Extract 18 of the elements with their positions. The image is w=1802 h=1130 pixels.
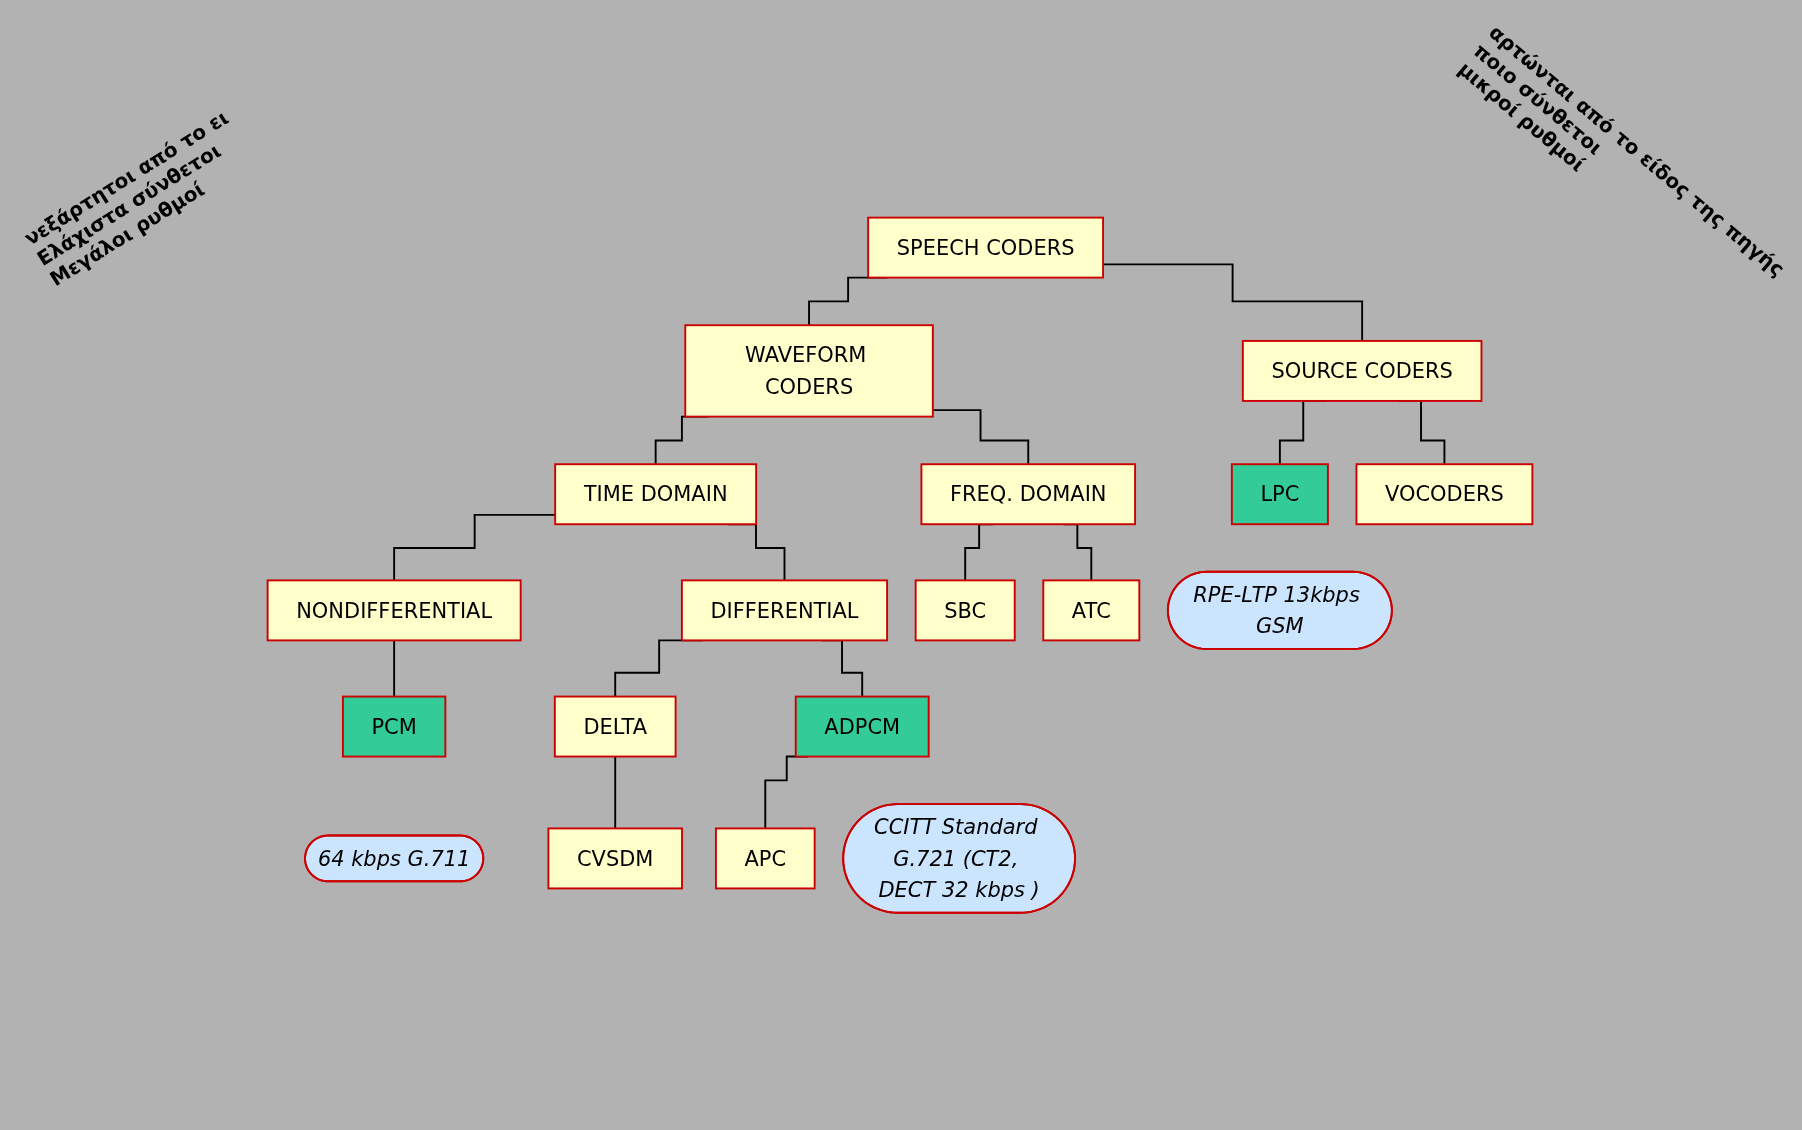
node-box: WAVEFORM CODERS <box>684 324 934 418</box>
node-box: PCM <box>341 695 447 758</box>
node-box: APC <box>714 827 816 890</box>
node-box: SOURCE CODERS <box>1241 339 1483 402</box>
node-box: TIME DOMAIN <box>554 463 758 525</box>
node-box: CVSDM <box>547 827 683 890</box>
connector <box>614 755 617 830</box>
connector <box>393 639 396 698</box>
node-box: NONDIFFERENTIAL <box>266 579 522 642</box>
node-box: FREQ. DOMAIN <box>920 463 1137 525</box>
node-box: ATC <box>1042 579 1141 642</box>
node-box: SPEECH CODERS <box>867 216 1104 279</box>
node-box: ADPCM <box>794 695 930 758</box>
node-box: LPC <box>1230 463 1329 525</box>
node-box: DIFFERENTIAL <box>680 579 889 642</box>
node-box: SBC <box>914 579 1016 642</box>
node-box: DELTA <box>553 695 677 758</box>
node-box: VOCODERS <box>1355 463 1534 525</box>
